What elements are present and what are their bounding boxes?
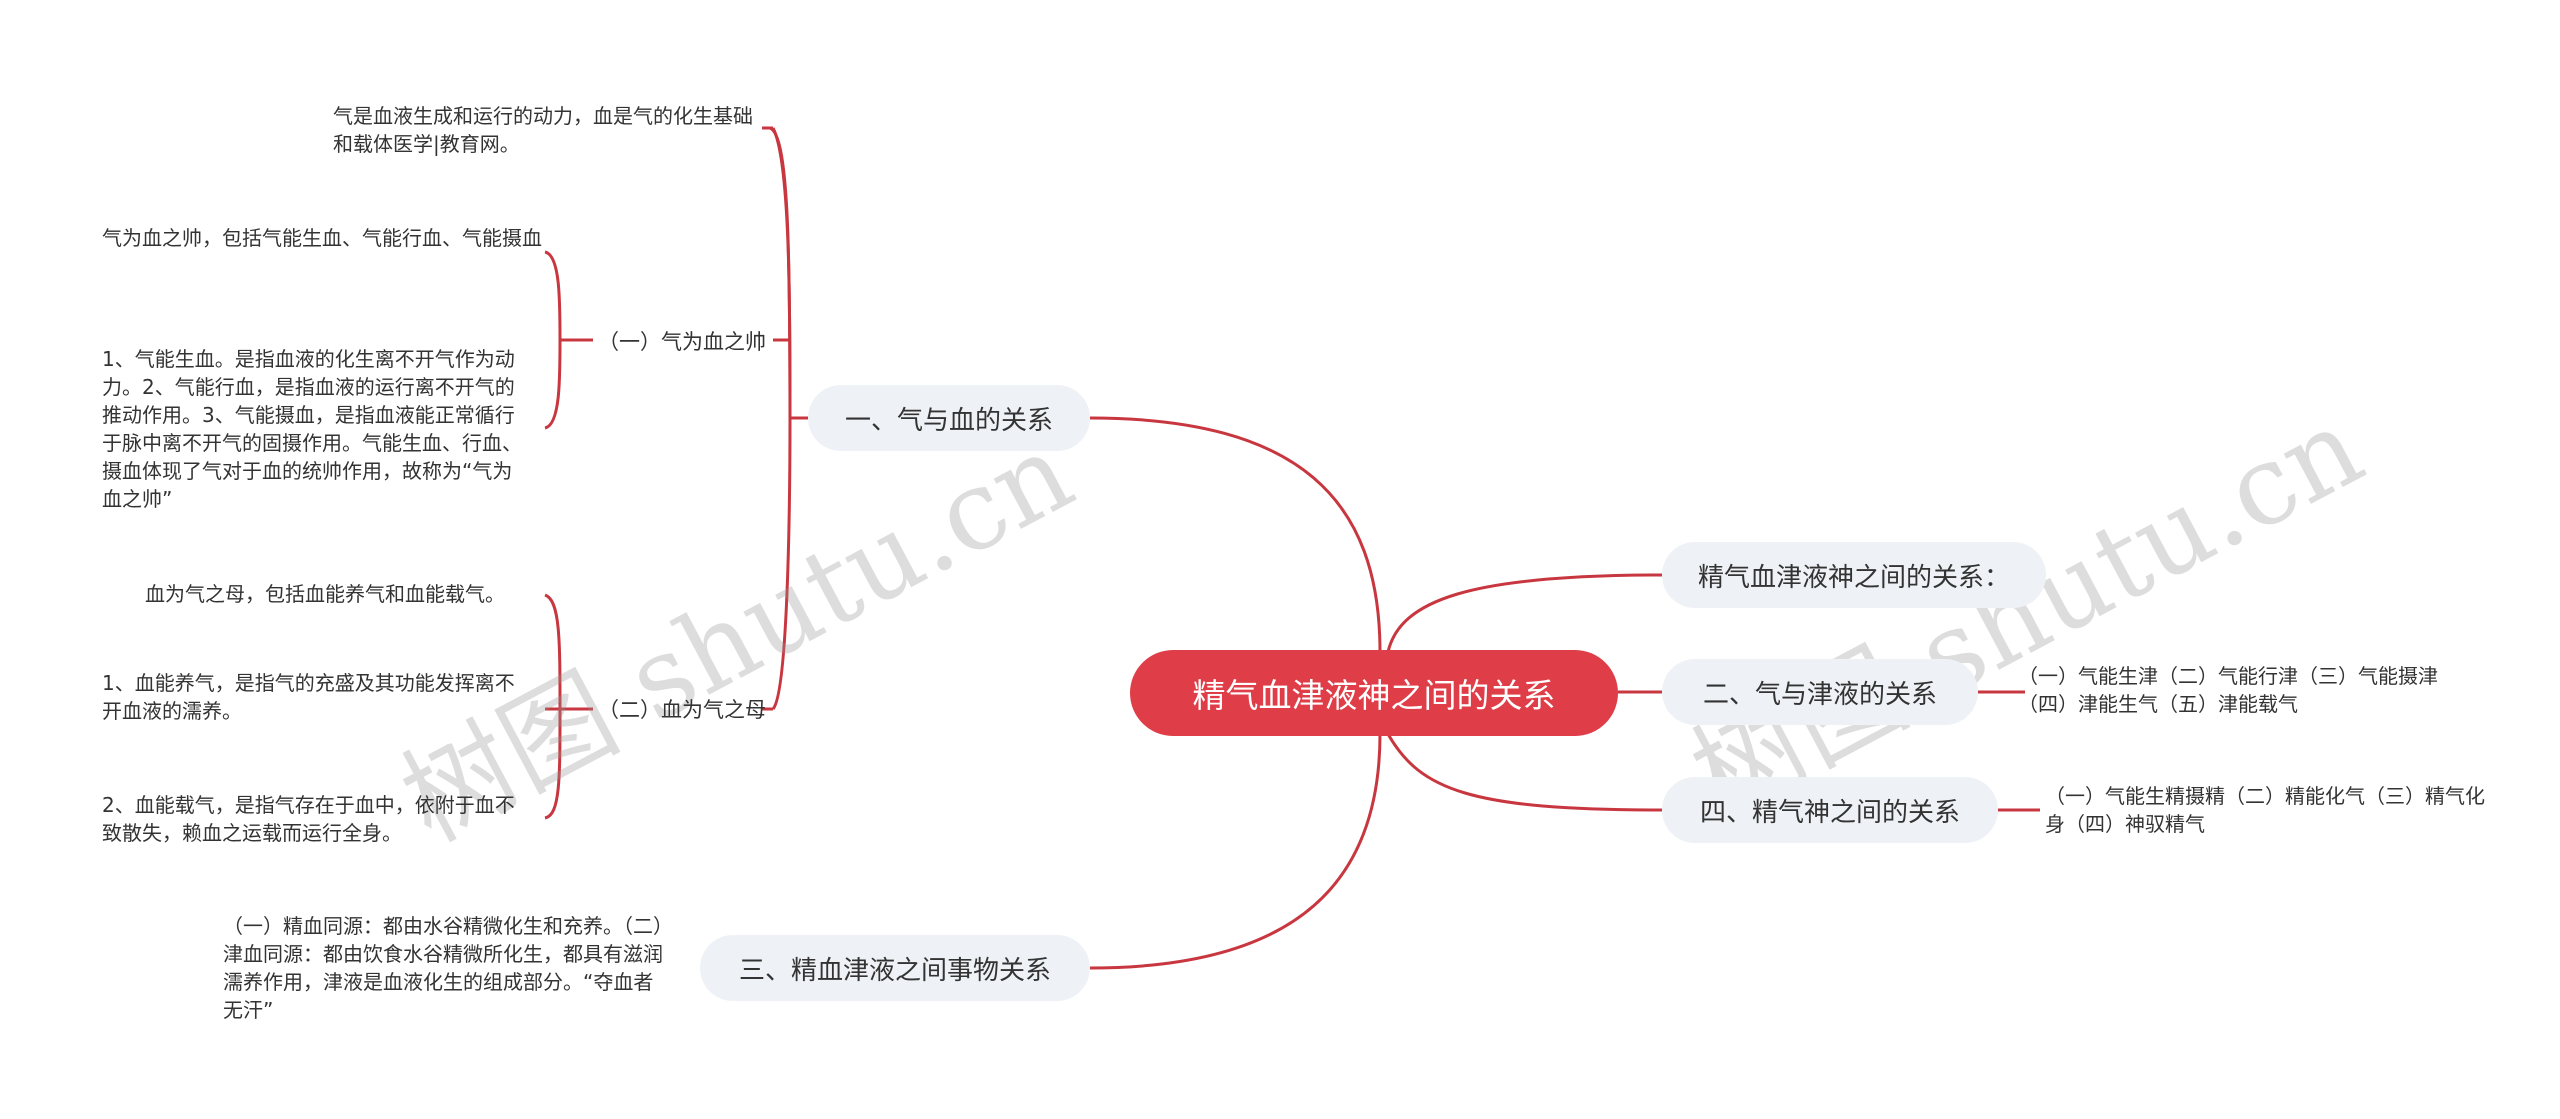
link-root-branch1 (1089, 416, 1382, 653)
branch4-detail: （一）气能生精摄精（二）精能化气（三）精气化身（四）神驭精气 (2045, 784, 2485, 836)
branch-qi-fluid[interactable]: 二、气与津液的关系 (1662, 659, 1978, 725)
branch-essence-blood-fluid[interactable]: 三、精血津液之间事物关系 (700, 935, 1090, 1001)
link-root-branch3 (1089, 733, 1382, 970)
branch-qi-blood[interactable]: 一、气与血的关系 (808, 385, 1090, 451)
sub-qi-commands-blood[interactable]: （一）气为血之帅 (598, 330, 766, 354)
link-root-branch4 (1386, 733, 1663, 812)
sub2-detail-1: 血为气之母，包括血能养气和血能载气。 (145, 582, 505, 606)
branch3-detail: （一）精血同源：都由水谷精微化生和充养。（二）津血同源：都由饮食水谷精微所化生，… (223, 914, 663, 1022)
sub-blood-mother-of-qi[interactable]: （二）血为气之母 (598, 698, 766, 722)
root-node[interactable]: 精气血津液神之间的关系 (1130, 650, 1618, 736)
branch-qi-blood-note: 气是血液生成和运行的动力，血是气的化生基础和载体医学|教育网。 (333, 104, 753, 156)
sub1-detail-1: 气为血之帅，包括气能生血、气能行血、气能摄血 (102, 226, 542, 250)
link-sub2-bracket (544, 593, 593, 820)
branch-essence-qi-spirit[interactable]: 四、精气神之间的关系 (1662, 777, 1998, 843)
sub2-detail-2: 1、血能养气，是指气的充盛及其功能发挥离不开血液的濡养。 (102, 671, 515, 723)
link-sub1-bracket (544, 250, 593, 430)
link-root-intro (1386, 573, 1663, 653)
link-branch1-note (769, 126, 792, 419)
sub1-detail-2: 1、气能生血。是指血液的化生离不开气作为动力。2、气能行血，是指血液的运行离不开… (102, 347, 522, 511)
link-branch1-bracket (762, 126, 808, 711)
branch2-detail: （一）气能生津（二）气能行津（三）气能摄津（四）津能生气（五）津能载气 (2018, 664, 2438, 716)
branch-intro[interactable]: 精气血津液神之间的关系： (1662, 542, 2046, 608)
sub2-detail-3: 2、血能载气，是指气存在于血中，依附于血不致散失，赖血之运载而运行全身。 (102, 793, 515, 845)
